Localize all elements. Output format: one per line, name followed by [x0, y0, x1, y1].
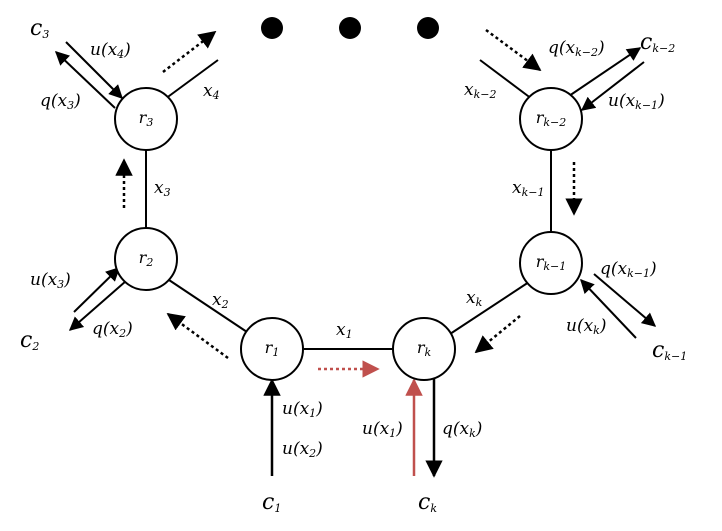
edge-label-x2: x2: [212, 290, 229, 311]
node-rk2: [519, 87, 583, 151]
message-u-xk1-ck2: u(xk−1): [608, 91, 665, 112]
edge-x4-stub: [164, 59, 219, 100]
flow-arrow-to-rk2: [485, 28, 542, 72]
three-dots-icon: [417, 17, 439, 39]
link-rk1-ck1: [593, 273, 657, 327]
edge-r2-r1: [168, 279, 251, 335]
link-c3-r3: [65, 41, 123, 99]
node-r3: [114, 87, 178, 151]
message-u-x2-c1: u(x2): [282, 439, 323, 460]
link-rk2-ck2: [568, 47, 642, 97]
edge-label-xk: xk: [466, 288, 483, 309]
flow-arrow-to-r2: [166, 312, 229, 360]
edge-xk2-stub: [479, 59, 533, 100]
link-ck1-rk1: [580, 278, 637, 339]
message-q-xk2-ck2: q(xk−2): [548, 38, 605, 59]
node-r1: [240, 317, 304, 381]
node-label-r1: r1: [264, 338, 280, 359]
message-u-x1-c1: u(x1): [282, 399, 323, 420]
node-label-rk1: rk−1: [535, 252, 567, 273]
link-r3-c3: [54, 51, 116, 109]
client-label-c1: c1: [262, 490, 282, 515]
message-q-xk1-ck1: q(xk−1): [600, 259, 657, 280]
link-r2-c2: [68, 280, 127, 331]
node-label-r2: r2: [138, 248, 154, 269]
node-rk: [392, 317, 456, 381]
link-c2-r2: [73, 267, 121, 313]
client-label-ck2: ck−2: [640, 30, 676, 55]
edge-label-x3: x3: [154, 178, 171, 199]
node-rk1: [519, 231, 583, 295]
flow-arrow-to-rk: [474, 315, 521, 354]
client-label-ck1: ck−1: [652, 338, 688, 363]
client-label-c2: c2: [20, 328, 40, 353]
three-dots-icon: [261, 17, 283, 39]
edge-label-xk2: xk−2: [464, 80, 497, 101]
edge-label-xk1: xk−1: [512, 178, 545, 199]
three-dots-icon: [339, 17, 361, 39]
message-u-xk-ck1: u(xk): [566, 316, 607, 337]
node-label-r3: r3: [138, 108, 154, 129]
edge-label-x1: x1: [336, 320, 353, 341]
message-u-x1-ck: u(x1): [362, 419, 403, 440]
client-label-ck: ck: [418, 490, 437, 515]
message-q-x2-c2: q(x2): [92, 319, 133, 340]
edge-label-x4: x4: [203, 81, 220, 102]
message-q-x3-c3: q(x3): [40, 91, 81, 112]
edge-rk-rk1: [449, 279, 533, 335]
message-u-x4-c3: u(x4): [90, 40, 131, 61]
node-label-rk: rk: [416, 338, 432, 359]
message-q-xk-ck: q(xk): [442, 419, 483, 440]
flow-arrow-to-x4: [162, 30, 217, 73]
message-u-x3-c2: u(x3): [30, 270, 71, 291]
node-r2: [114, 227, 178, 291]
link-ck2-rk2: [580, 61, 645, 111]
client-label-c3: c3: [30, 16, 50, 41]
node-label-rk2: rk−2: [535, 108, 567, 129]
